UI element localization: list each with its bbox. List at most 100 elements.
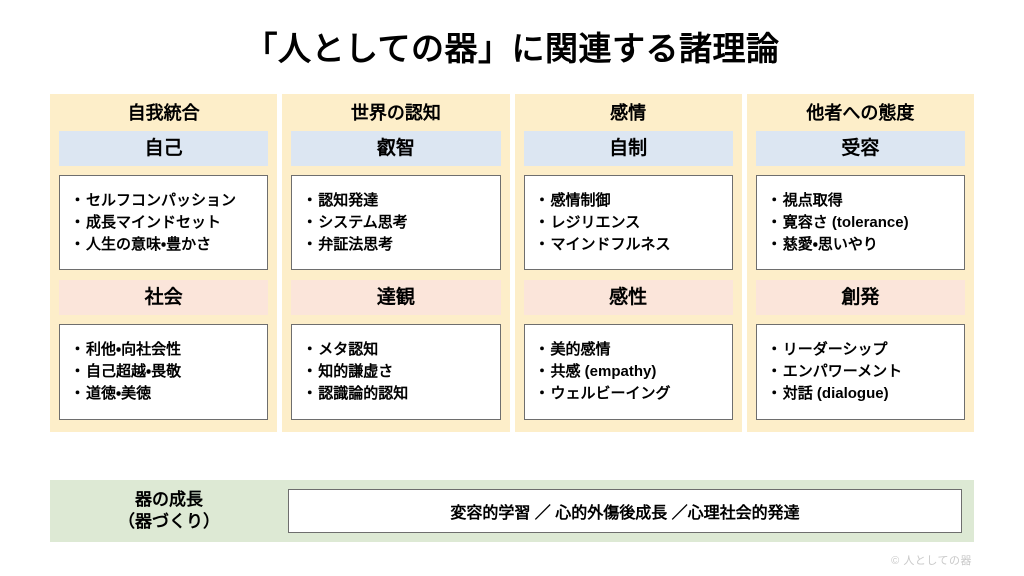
item-list-2-1: ・認知発達 ・システム思考 ・弁証法思考 bbox=[302, 190, 493, 255]
list-item: ・セルフコンパッション bbox=[70, 190, 261, 212]
growth-content-box: 変容的学習 ／ 心的外傷後成長 ／心理社会的発達 bbox=[288, 489, 962, 533]
page-title: 「人としての器」に関連する諸理論 bbox=[244, 30, 780, 67]
column-title-3: 感情 bbox=[610, 103, 647, 123]
bullet-icon: ・ bbox=[302, 384, 318, 402]
item-label: システム思考 bbox=[318, 213, 408, 231]
bullet-icon: ・ bbox=[70, 192, 86, 209]
bullet-icon: ・ bbox=[302, 235, 318, 253]
bullet-icon: ・ bbox=[766, 235, 782, 253]
item-label: 知的謙虚さ bbox=[318, 363, 394, 380]
bullet-icon: ・ bbox=[766, 363, 782, 380]
items-box-1-1: ・セルフコンパッション ・成長マインドセット ・人生の意味・豊かさ bbox=[59, 175, 269, 271]
item-list-4-2: ・リーダーシップ ・エンパワーメント ・対話 (dialogue) bbox=[767, 339, 958, 404]
item-label: 慈愛・思いやり bbox=[782, 235, 878, 253]
items-box-2-2: ・メタ認知 ・知的謙虚さ ・認識論的認知 bbox=[291, 324, 501, 420]
list-item: ・共感 (empathy) bbox=[535, 361, 726, 383]
list-item: ・リーダーシップ bbox=[767, 339, 958, 361]
item-label: セルフコンパッション bbox=[86, 192, 237, 209]
spacer bbox=[747, 270, 974, 280]
item-label: 感情制御 bbox=[550, 192, 611, 209]
list-item: ・ウェルビーイング bbox=[535, 383, 726, 405]
item-label: 対話 (dialogue) bbox=[782, 384, 889, 402]
item-list-3-1: ・感情制御 ・レジリエンス ・マインドフルネス bbox=[535, 190, 726, 255]
item-label: 成長マインドセット bbox=[86, 213, 222, 231]
bullet-icon: ・ bbox=[70, 341, 86, 359]
items-box-2-1: ・認知発達 ・システム思考 ・弁証法思考 bbox=[291, 175, 501, 271]
column-title-4: 他者への態度 bbox=[806, 103, 915, 123]
list-item: ・美的感情 bbox=[535, 339, 726, 361]
subheader-2-1: 叡智 bbox=[291, 131, 501, 166]
items-box-3-2: ・美的感情 ・共感 (empathy) ・ウェルビーイング bbox=[523, 324, 733, 420]
bullet-icon: ・ bbox=[534, 341, 550, 359]
list-item: ・自己超越・畏敬 bbox=[70, 361, 261, 383]
item-label: 共感 (empathy) bbox=[550, 363, 657, 380]
item-list-1-2: ・利他・向社会性 ・自己超越・畏敬 ・道徳・美徳 bbox=[70, 339, 261, 404]
items-box-4-2: ・リーダーシップ ・エンパワーメント ・対話 (dialogue) bbox=[755, 324, 965, 420]
subheader-1-2: 社会 bbox=[59, 280, 269, 316]
list-item: ・エンパワーメント bbox=[767, 361, 958, 383]
growth-label: 器の成長 （器づくり） bbox=[50, 489, 288, 533]
list-item: ・対話 (dialogue) bbox=[767, 383, 958, 405]
items-box-1-2: ・利他・向社会性 ・自己超越・畏敬 ・道徳・美徳 bbox=[59, 324, 269, 420]
spacer bbox=[282, 270, 509, 280]
growth-label-line1: 器の成長 bbox=[135, 489, 203, 509]
bullet-icon: ・ bbox=[534, 235, 550, 253]
spacer bbox=[50, 270, 277, 280]
items-box-3-1: ・感情制御 ・レジリエンス ・マインドフルネス bbox=[523, 175, 733, 271]
column-title-2: 世界の認知 bbox=[350, 103, 441, 123]
item-label: エンパワーメント bbox=[782, 363, 903, 380]
list-item: ・システム思考 bbox=[302, 212, 493, 234]
bullet-icon: ・ bbox=[766, 341, 782, 359]
category-column-2: 世界の認知 叡智 ・認知発達 ・システム思考 ・弁証法思考 達観 ・メタ認知 ・… bbox=[282, 94, 510, 432]
subheader-3-2: 感性 bbox=[523, 280, 733, 316]
category-column-1: 自我統合 自己 ・セルフコンパッション ・成長マインドセット ・人生の意味・豊か… bbox=[50, 94, 278, 432]
spacer bbox=[515, 270, 742, 280]
item-label: 視点取得 bbox=[782, 192, 843, 209]
list-item: ・認知発達 bbox=[302, 190, 493, 212]
item-label: 美的感情 bbox=[550, 341, 611, 359]
item-list-1-1: ・セルフコンパッション ・成長マインドセット ・人生の意味・豊かさ bbox=[70, 190, 261, 255]
bullet-icon: ・ bbox=[766, 213, 782, 231]
bullet-icon: ・ bbox=[302, 192, 318, 209]
item-label: メタ認知 bbox=[318, 341, 379, 359]
list-item: ・メタ認知 bbox=[302, 339, 493, 361]
item-label: 人生の意味・豊かさ bbox=[86, 235, 212, 253]
bullet-icon: ・ bbox=[534, 363, 550, 380]
category-column-4: 他者への態度 受容 ・視点取得 ・寛容さ (tolerance) ・慈愛・思いや… bbox=[746, 94, 974, 432]
list-item: ・成長マインドセット bbox=[70, 212, 261, 234]
item-label: マインドフルネス bbox=[550, 235, 671, 253]
column-title-1: 自我統合 bbox=[127, 103, 200, 123]
category-column-3: 感情 自制 ・感情制御 ・レジリエンス ・マインドフルネス 感性 ・美的感情 ・… bbox=[514, 94, 742, 432]
subheader-4-2: 創発 bbox=[755, 280, 965, 316]
item-label: ウェルビーイング bbox=[550, 384, 671, 402]
item-label: 自己超越・畏敬 bbox=[86, 363, 182, 380]
item-label: レジリエンス bbox=[550, 213, 641, 231]
copyright-notice: © 人としての器 bbox=[891, 555, 972, 567]
bullet-icon: ・ bbox=[534, 213, 550, 231]
item-label: リーダーシップ bbox=[782, 341, 888, 359]
bullet-icon: ・ bbox=[70, 235, 86, 253]
list-item: ・人生の意味・豊かさ bbox=[70, 234, 261, 256]
list-item: ・認識論的認知 bbox=[302, 383, 493, 405]
subheader-2-2: 達観 bbox=[291, 280, 501, 316]
growth-label-line2: （器づくり） bbox=[118, 512, 220, 531]
items-box-4-1: ・視点取得 ・寛容さ (tolerance) ・慈愛・思いやり bbox=[755, 175, 965, 271]
list-item: ・視点取得 bbox=[767, 190, 958, 212]
bullet-icon: ・ bbox=[302, 213, 318, 231]
item-label: 弁証法思考 bbox=[318, 235, 394, 253]
item-list-3-2: ・美的感情 ・共感 (empathy) ・ウェルビーイング bbox=[535, 339, 726, 404]
item-label: 認識論的認知 bbox=[318, 384, 409, 402]
subheader-1-1: 自己 bbox=[59, 131, 269, 166]
subheader-3-1: 自制 bbox=[523, 131, 733, 166]
item-label: 寛容さ (tolerance) bbox=[782, 213, 909, 231]
bullet-icon: ・ bbox=[70, 213, 86, 231]
item-list-4-1: ・視点取得 ・寛容さ (tolerance) ・慈愛・思いやり bbox=[767, 190, 958, 255]
bullet-icon: ・ bbox=[302, 341, 318, 359]
growth-band: 器の成長 （器づくり） 変容的学習 ／ 心的外傷後成長 ／心理社会的発達 bbox=[50, 480, 974, 542]
bullet-icon: ・ bbox=[534, 384, 550, 402]
bullet-icon: ・ bbox=[70, 363, 86, 380]
list-item: ・利他・向社会性 bbox=[70, 339, 261, 361]
bullet-icon: ・ bbox=[302, 363, 318, 380]
list-item: ・レジリエンス bbox=[535, 212, 726, 234]
